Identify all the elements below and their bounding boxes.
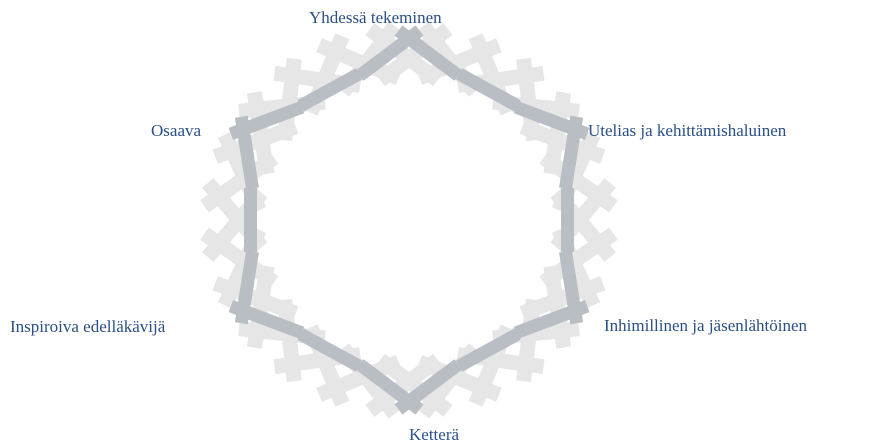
wreath-light-strokes	[205, 26, 614, 414]
value-label-inhimillinen-ja-jasenlahtoinen: Inhimillinen ja jäsenlähtöinen	[604, 316, 807, 336]
value-label-inspiroiva-edellakavija: Inspiroiva edelläkävijä	[10, 317, 165, 337]
value-label-osaava: Osaava	[151, 121, 201, 141]
value-label-utelias-ja-kehittamishaluinen: Utelias ja kehittämishaluinen	[588, 121, 786, 141]
value-label-kettera: Ketterä	[409, 425, 459, 445]
value-label-yhdessa-tekeminen: Yhdessä tekeminen	[309, 8, 442, 28]
